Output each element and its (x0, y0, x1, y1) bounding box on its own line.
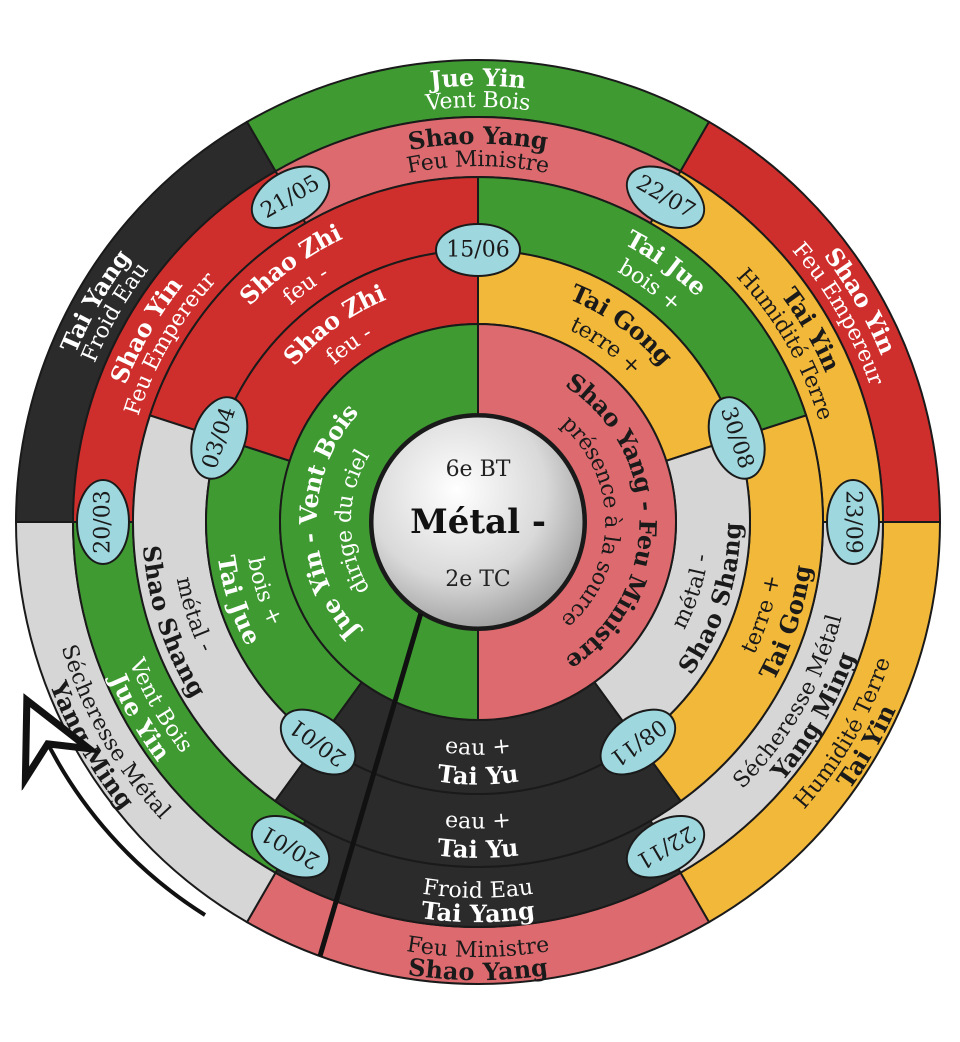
inner-ring-segment (279, 322, 479, 722)
cycle-start-divider (317, 612, 424, 957)
outer-segment-line2: Vent Bois (423, 88, 531, 116)
rotation-direction-arrow (42, 732, 207, 917)
second-segment-line2: Froid Eau (421, 875, 534, 904)
date-bubble-shape (599, 708, 677, 776)
center-line2: Métal - (410, 502, 546, 542)
center-line3: 2e TC (445, 567, 511, 592)
center-circle (370, 414, 586, 630)
rings-layer (14, 58, 942, 986)
segment-text: Jue Yin (427, 62, 528, 94)
outer-segment-line1: Shao Yang (407, 951, 550, 985)
segment-text: Vent Bois (423, 88, 531, 116)
segment-text: Tai Yang (420, 895, 537, 928)
third-segment-line1: Tai Yu (436, 832, 519, 863)
segment-text: Tai Yu (436, 832, 519, 863)
date-bubble: 15/06 (435, 223, 521, 277)
date-bubble-shape (625, 165, 706, 230)
date-label: 20/03 (91, 490, 116, 553)
date-label: 15/06 (446, 238, 509, 263)
date-bubble-shape (279, 708, 357, 776)
date-bubble: 30/08 (707, 396, 766, 480)
date-bubble-shape (435, 223, 521, 277)
date-bubble-shape (250, 814, 331, 879)
segment-text: Shao Yang (407, 951, 550, 985)
date-bubble-shape (625, 814, 706, 879)
segment-text: Tai Yu (436, 758, 520, 790)
date-bubble: 20/03 (76, 479, 130, 565)
second-segment-line1: Tai Yang (420, 895, 537, 928)
segment-text: eau + (444, 734, 512, 761)
third-segment-line2: eau + (444, 808, 512, 835)
center-hub: 6e BT Métal - 2e TC (317, 414, 586, 957)
date-bubble-shape (190, 396, 249, 480)
outer-segment-line1: Jue Yin (427, 62, 528, 94)
date-bubble-shape (76, 479, 130, 565)
inner-ring-segment (477, 322, 677, 722)
date-bubble: 20/01 (250, 814, 331, 879)
date-bubble: 23/09 (826, 479, 880, 565)
fourth-segment-line1: Tai Yu (436, 758, 520, 790)
fourth-segment-line2: eau + (444, 734, 512, 761)
date-bubble: 03/04 (190, 396, 249, 480)
segment-text: Froid Eau (421, 875, 534, 904)
date-bubble-shape (707, 396, 766, 480)
center-line1: 6e BT (446, 457, 511, 482)
date-label: 23/09 (841, 490, 866, 553)
date-bubble-shape (826, 479, 880, 565)
segment-text: eau + (444, 808, 512, 835)
date-bubble-shape (250, 165, 331, 230)
